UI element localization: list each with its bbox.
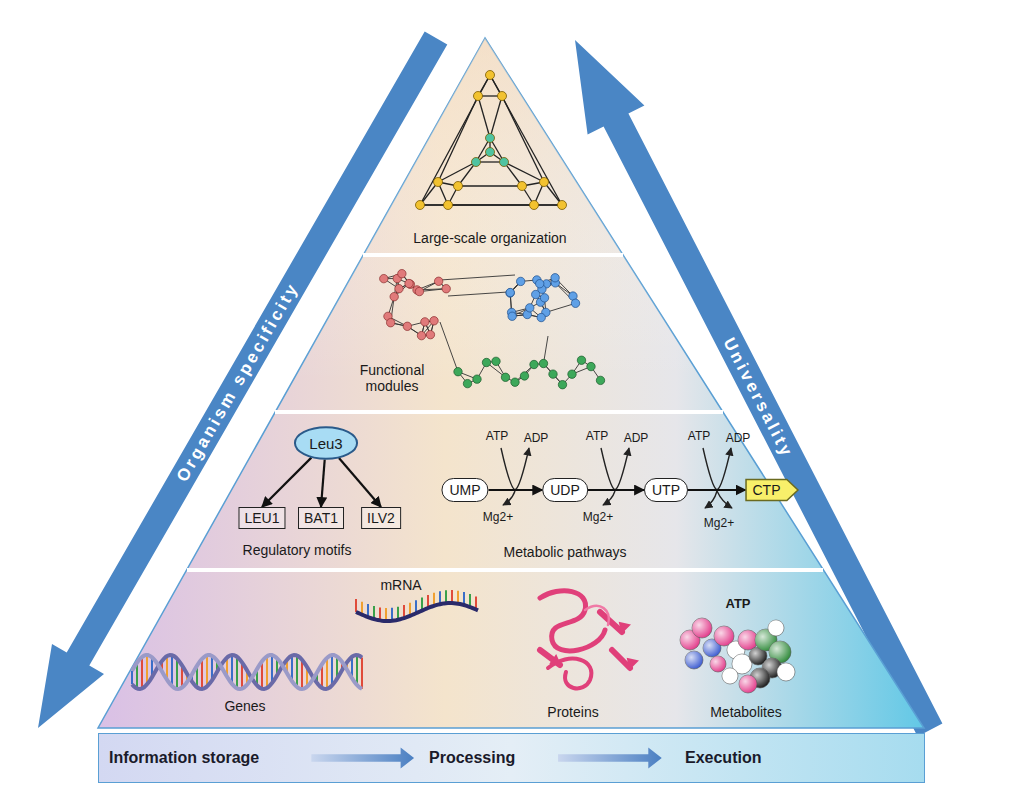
component-label: mRNA (380, 577, 421, 593)
dna-helix (132, 655, 362, 689)
flow-step-label: Information storage (109, 749, 259, 767)
gene-box: BAT1 (298, 507, 344, 529)
tier-label: Functional modules (347, 362, 437, 394)
tier-label: Regulatory motifs (243, 542, 352, 558)
connector-arrow (688, 489, 746, 491)
large-scale-network (416, 71, 567, 210)
product-tag: CTP (746, 479, 799, 501)
cofactor-label: ATP (486, 430, 508, 444)
connector-arrow (588, 489, 644, 491)
metabolite-pill: UMP (441, 478, 488, 502)
metabolite-pill: UDP (542, 478, 588, 502)
metabolite-pill: UTP (644, 478, 688, 502)
protein-ribbon (540, 591, 637, 689)
flow-step-label: Processing (429, 749, 515, 767)
atp-molecule (680, 618, 795, 693)
component-label: Proteins (547, 704, 598, 720)
gene-box: LEU1 (238, 507, 285, 529)
connector-arrow (489, 489, 543, 491)
node-label: UDP (550, 482, 580, 498)
tier-label: Metabolic pathways (504, 544, 627, 560)
gene-box: ILV2 (361, 507, 401, 529)
flow-step-label: Execution (685, 749, 761, 767)
cofactor-label: ADP (726, 432, 751, 446)
cofactor-label: ATP (688, 430, 710, 444)
connector-arrow (321, 459, 325, 507)
node-label: UTP (652, 482, 680, 498)
mrna-strand (356, 590, 478, 621)
node-label: BAT1 (304, 510, 338, 526)
node-label: ILV2 (367, 510, 395, 526)
molecule-label: ATP (725, 597, 750, 612)
ion-label: Mg2+ (483, 511, 513, 525)
cofactor-label: ADP (524, 432, 549, 446)
component-label: Genes (224, 698, 265, 714)
cofactor-label: ADP (624, 432, 649, 446)
side-arrows (38, 32, 942, 737)
ion-label: Mg2+ (583, 511, 613, 525)
metabolic-cofactor-arrows (501, 448, 732, 508)
flow-bar: Information storage Processing Execution (98, 733, 925, 783)
ion-label: Mg2+ (704, 517, 734, 531)
node-label: LEU1 (244, 510, 279, 526)
node-label: UMP (449, 482, 480, 498)
regulator-ellipse: Leu3 (294, 427, 357, 460)
component-label: Metabolites (710, 704, 782, 720)
node-label: Leu3 (309, 435, 342, 452)
connector-arrow (339, 458, 381, 507)
cofactor-label: ATP (586, 430, 608, 444)
node-label: CTP (753, 482, 781, 498)
pyramid (98, 38, 924, 728)
tier-label: Large-scale organization (413, 230, 566, 246)
connector-arrow (262, 458, 311, 507)
